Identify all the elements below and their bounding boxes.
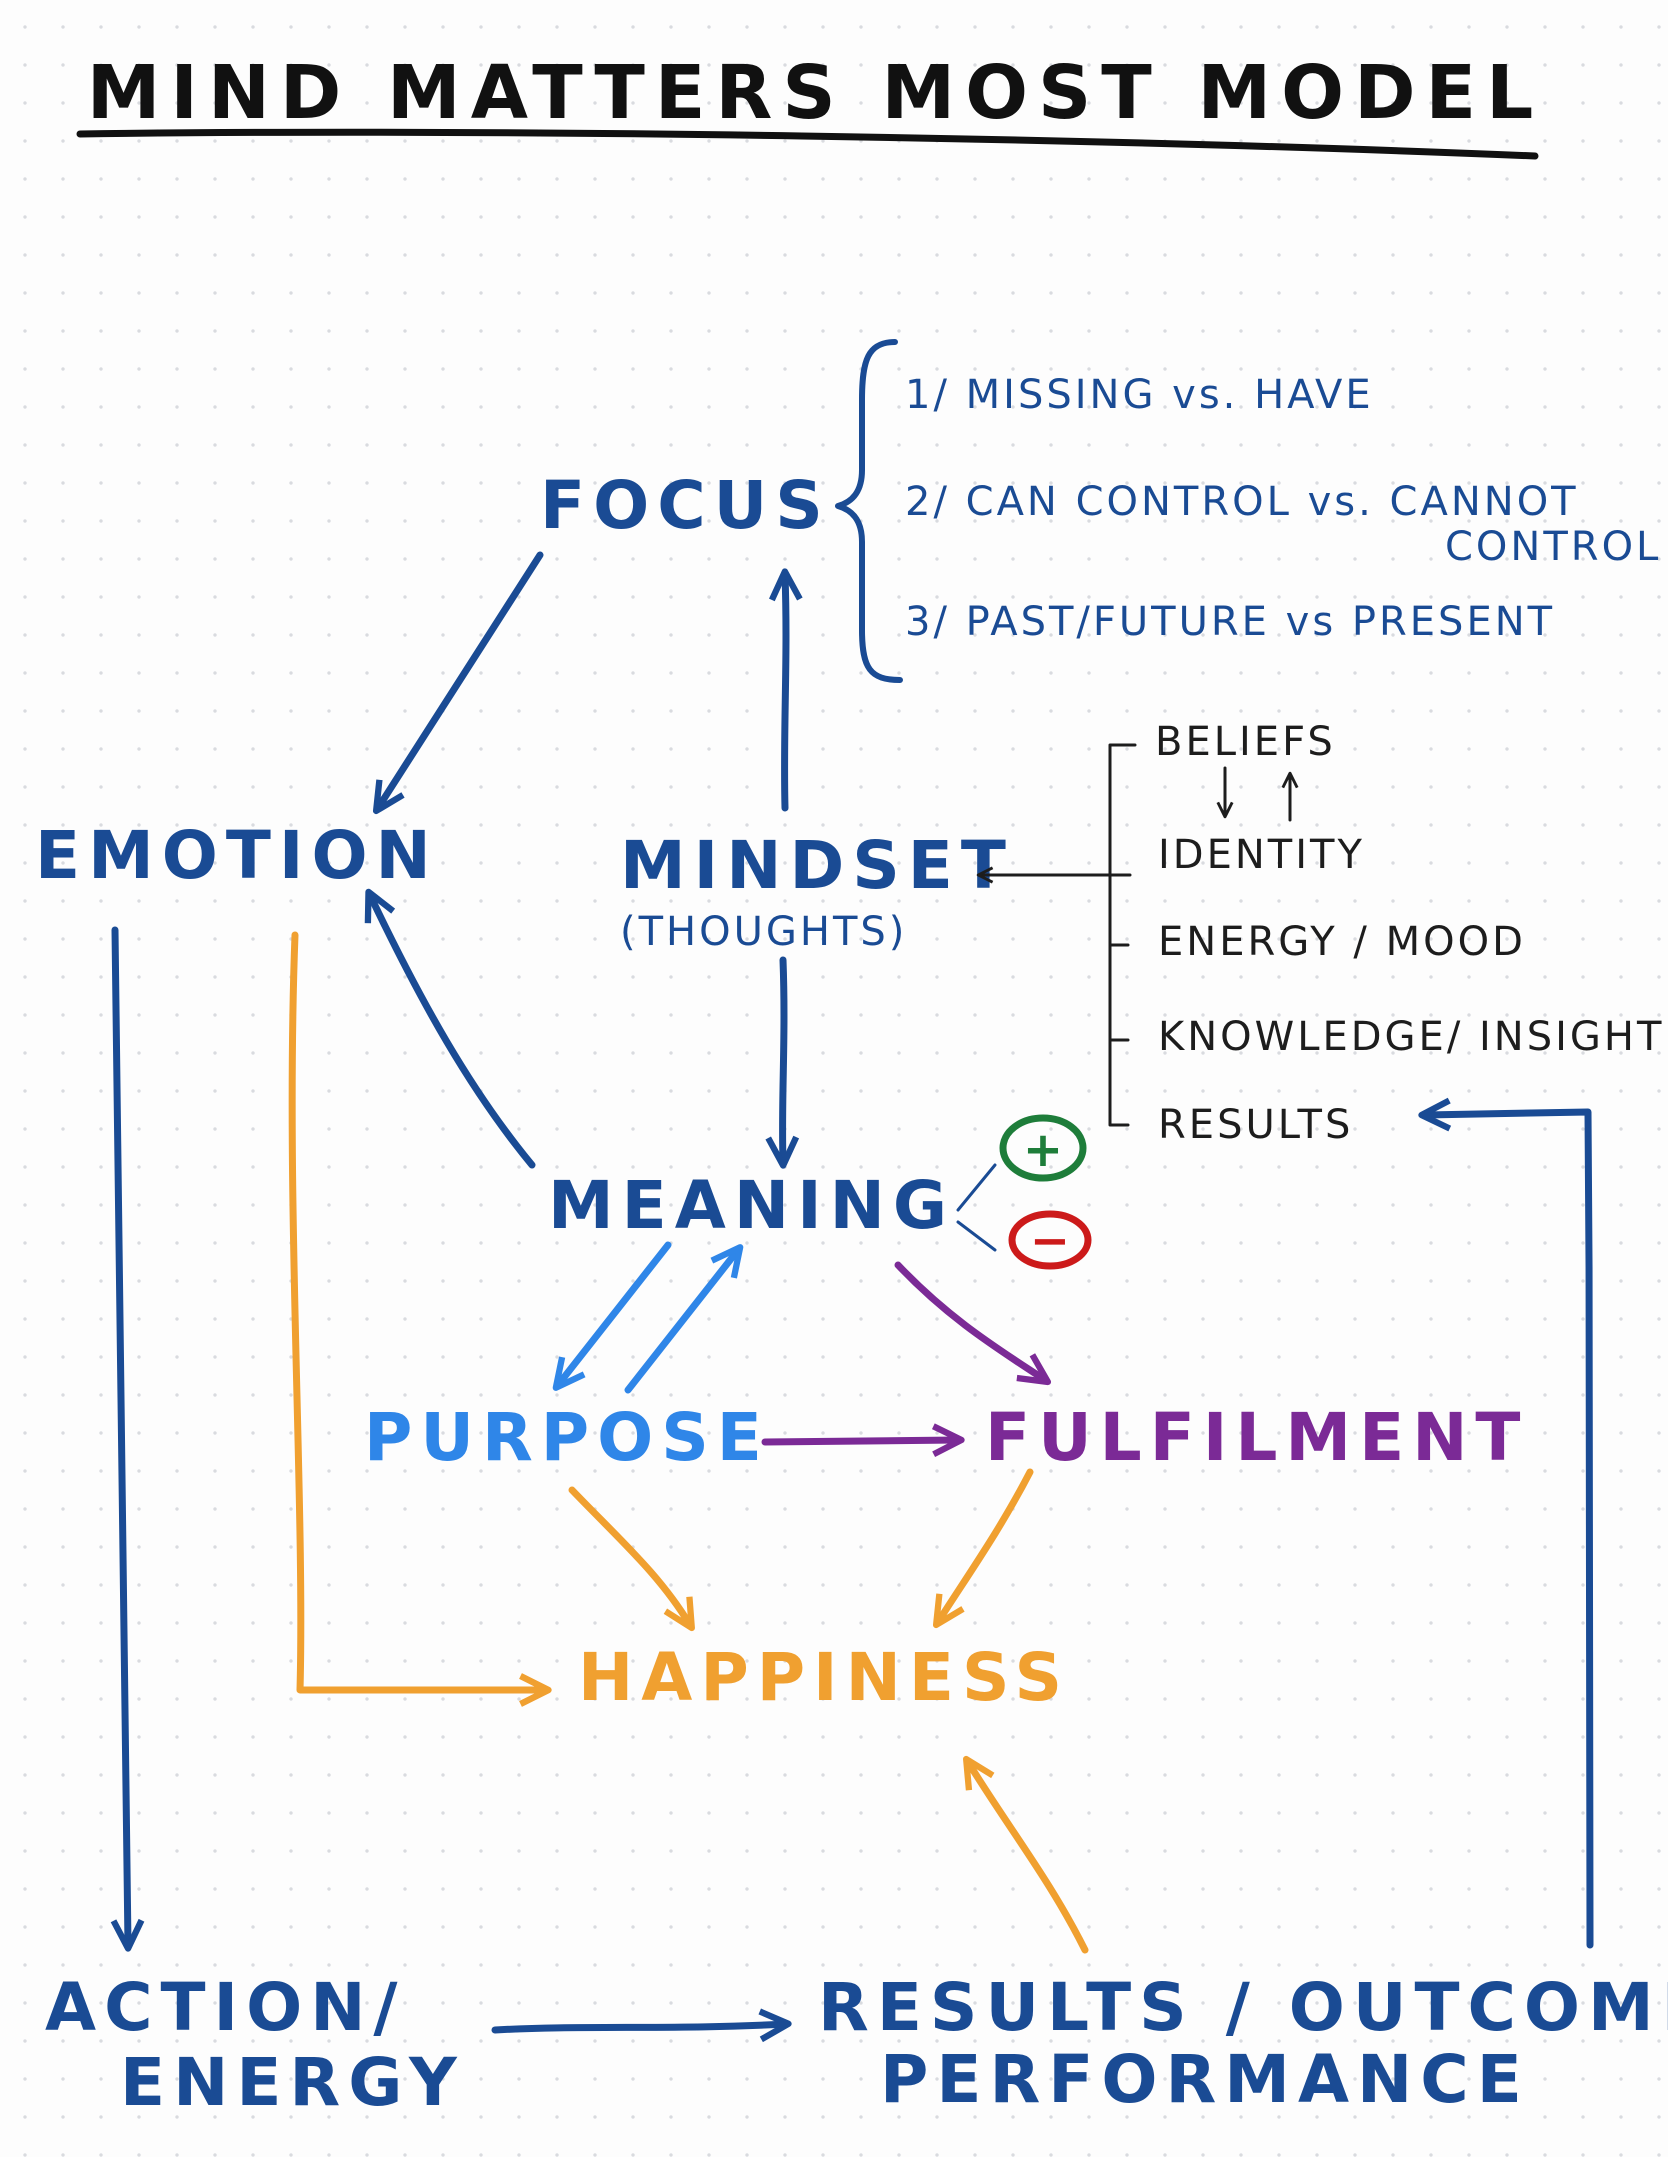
arrow-results-to-happiness (963, 1755, 1089, 1954)
arrow-results-feedback (1418, 1097, 1595, 1949)
arrow-mindset-to-meaning (765, 956, 800, 1169)
arrow-purpose-to-meaning (624, 1244, 744, 1394)
node-focus: FOCUS (540, 467, 831, 544)
focus-item-3: 3/ PAST/FUTURE vs PRESENT (905, 599, 1555, 645)
focus-item-1: 1/ MISSING vs. HAVE (905, 372, 1374, 418)
arrow-meaning-to-emotion (364, 888, 536, 1169)
node-results-line1: RESULTS / OUTCOMES (818, 1969, 1668, 2046)
node-action-line1: ACTION/ (45, 1969, 406, 2046)
negative-sign: − (1030, 1213, 1070, 1269)
diagram-title: MIND MATTERS MOST MODEL (87, 50, 1543, 136)
focus-item-2-cont: CONTROL (1445, 524, 1661, 570)
mindset-item-results: RESULTS (1158, 1102, 1353, 1148)
title-underline (76, 128, 1539, 160)
arrow-meaning-to-purpose (552, 1241, 672, 1391)
node-emotion: EMOTION (35, 817, 439, 894)
node-meaning: MEANING (548, 1167, 955, 1244)
node-fulfilment: FULFILMENT (985, 1399, 1528, 1476)
focus-brace (835, 339, 903, 683)
mindset-item-identity: IDENTITY (1158, 832, 1365, 878)
node-action-line2: ENERGY (120, 2044, 465, 2121)
mindset-list-bracket (1108, 743, 1137, 1127)
arrow-fulfilment-to-happiness (932, 1468, 1034, 1629)
arrow-mindset-to-focus (769, 568, 803, 812)
focus-item-2: 2/ CAN CONTROL vs. CANNOT (905, 479, 1579, 525)
arrow-emotion-to-action (110, 926, 145, 1952)
arrow-purpose-to-happiness (568, 1486, 695, 1632)
arrow-purpose-to-fulfilment (761, 1423, 965, 1458)
arrow-meaning-to-fulfilment (894, 1261, 1052, 1386)
positive-sign: + (1023, 1122, 1063, 1178)
node-happiness: HAPPINESS (578, 1639, 1070, 1716)
negative-sign-badge: − (1008, 1210, 1092, 1270)
node-results-line2: PERFORMANCE (880, 2041, 1530, 2118)
node-mindset-subtitle: (THOUGHTS) (620, 909, 907, 955)
meaning-sign-connectors (956, 1163, 997, 1252)
arrow-action-to-results (491, 2008, 792, 2043)
mindset-item-beliefs: BELIEFS (1155, 719, 1336, 765)
mindset-item-energy: ENERGY / MOOD (1158, 919, 1526, 965)
arrow-emotion-to-happiness (288, 931, 552, 1707)
arrow-focus-to-emotion (372, 551, 544, 815)
node-purpose: PURPOSE (364, 1399, 770, 1476)
positive-sign-badge: + (999, 1114, 1087, 1182)
node-mindset: MINDSET (620, 827, 1014, 904)
mindset-item-knowledge: KNOWLEDGE/ INSIGHT (1158, 1014, 1664, 1060)
